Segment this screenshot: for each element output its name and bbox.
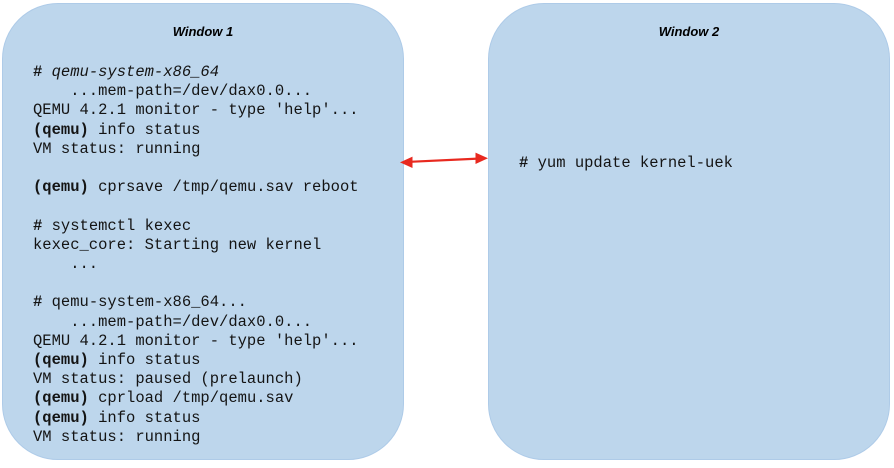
terminal-line: (qemu) info status <box>33 121 395 140</box>
arrow-head-right <box>475 152 488 164</box>
command-text: qemu-system-x86_64 <box>51 63 220 81</box>
command-text: VM status: running <box>33 139 201 158</box>
command-text: info status <box>88 351 201 370</box>
prompt-prefix: # <box>33 216 52 235</box>
prompt-prefix: (qemu) <box>33 178 89 197</box>
window-1-title: Window 1 <box>172 24 234 39</box>
bidirectional-arrow-icon <box>400 152 488 168</box>
terminal-line: # qemu-system-x86_64 <box>33 63 395 82</box>
terminal-line: # yum update kernel-uek <box>519 154 881 173</box>
command-text: qemu-system-x86_64... <box>51 293 247 312</box>
window-1-panel: Window 1 # qemu-system-x86_64 ...mem-pat… <box>2 3 404 460</box>
window-2-terminal-output: # yum update kernel-uek <box>489 154 889 173</box>
terminal-line: VM status: paused (prelaunch) <box>33 370 395 389</box>
prompt-prefix: # <box>33 63 52 81</box>
prompt-prefix: # <box>519 154 538 172</box>
terminal-line <box>33 274 395 293</box>
window-1-terminal-output: # qemu-system-x86_64 ...mem-path=/dev/da… <box>3 63 403 447</box>
terminal-line: VM status: running <box>33 428 395 447</box>
terminal-line: kexec_core: Starting new kernel <box>33 236 395 255</box>
terminal-line: QEMU 4.2.1 monitor - type 'help'... <box>33 332 395 351</box>
terminal-line <box>33 197 395 216</box>
prompt-prefix: (qemu) <box>33 351 89 370</box>
terminal-line: (qemu) info status <box>33 409 395 428</box>
terminal-line: # qemu-system-x86_64... <box>33 293 395 312</box>
prompt-prefix: (qemu) <box>33 120 89 139</box>
window-2-title: Window 2 <box>658 24 720 39</box>
window-2-panel: Window 2 # yum update kernel-uek <box>488 3 890 460</box>
terminal-line: (qemu) cprsave /tmp/qemu.sav reboot <box>33 178 395 197</box>
terminal-line: (qemu) info status <box>33 351 395 370</box>
command-text: ... <box>33 255 99 274</box>
command-text: VM status: paused (prelaunch) <box>33 370 303 389</box>
command-text: QEMU 4.2.1 monitor - type 'help'... <box>33 101 359 120</box>
terminal-line: ... <box>33 255 395 274</box>
command-text: ...mem-path=/dev/dax0.0... <box>33 82 313 101</box>
terminal-line: ...mem-path=/dev/dax0.0... <box>33 313 395 332</box>
terminal-line: VM status: running <box>33 140 395 159</box>
command-text: info status <box>88 408 201 427</box>
prompt-prefix: (qemu) <box>33 389 89 408</box>
command-text: cprsave /tmp/qemu.sav reboot <box>88 178 359 197</box>
command-text: kexec_core: Starting new kernel <box>33 235 322 254</box>
terminal-line: # systemctl kexec <box>33 217 395 236</box>
terminal-line: (qemu) cprload /tmp/qemu.sav <box>33 389 395 408</box>
command-text: info status <box>88 120 201 139</box>
terminal-line: QEMU 4.2.1 monitor - type 'help'... <box>33 101 395 120</box>
command-text: yum update kernel-uek <box>537 154 733 172</box>
command-text: QEMU 4.2.1 monitor - type 'help'... <box>33 331 359 350</box>
terminal-line <box>33 159 395 178</box>
command-text: systemctl kexec <box>51 216 192 235</box>
prompt-prefix: (qemu) <box>33 408 89 427</box>
command-text: ...mem-path=/dev/dax0.0... <box>33 312 313 331</box>
terminal-line: ...mem-path=/dev/dax0.0... <box>33 82 395 101</box>
prompt-prefix: # <box>33 293 52 312</box>
arrow-head-left <box>400 156 413 168</box>
arrow-shaft <box>409 157 479 163</box>
command-text: cprload /tmp/qemu.sav <box>88 389 294 408</box>
command-text: VM status: running <box>33 427 201 446</box>
